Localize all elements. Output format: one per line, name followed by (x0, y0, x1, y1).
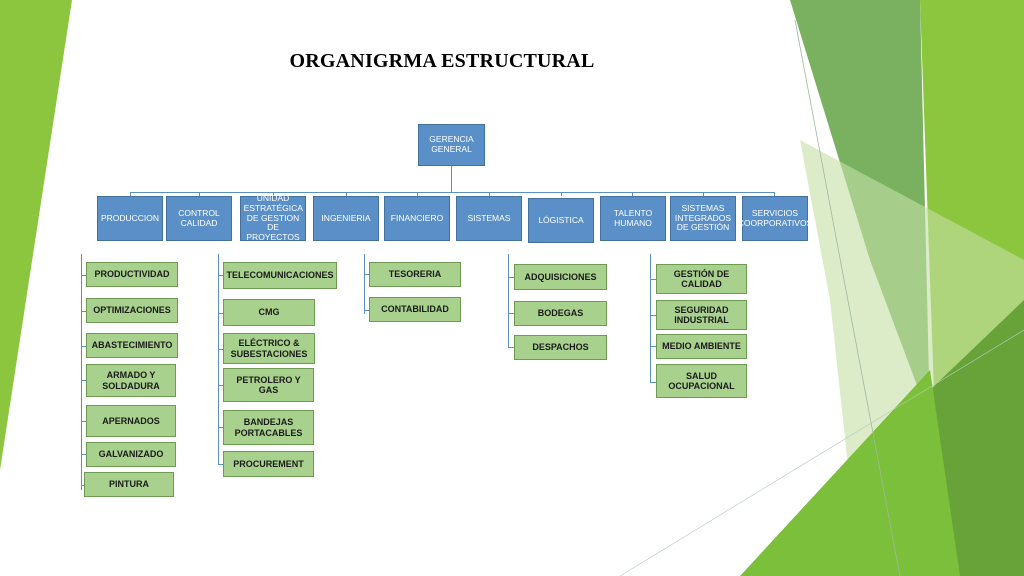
dept-ingenieria: INGENIERIA (313, 196, 379, 241)
unit-tick (650, 315, 656, 316)
logistica-branch-line (508, 254, 509, 347)
dept-drop (417, 192, 418, 196)
unit-tick (218, 427, 223, 428)
unit-tick (81, 311, 86, 312)
unit-tick (81, 421, 86, 422)
page-title: ORGANIGRMA ESTRUCTURAL (289, 50, 595, 72)
dept-proyectos: UNIDAD ESTRATÉGICA DE GESTION DE PROYECT… (240, 193, 306, 242)
unit-apernados: APERNADOS (86, 405, 176, 437)
unit-tick (81, 380, 86, 381)
unit-tick (81, 485, 86, 486)
dept-drop (632, 192, 633, 196)
unit-tick (650, 382, 656, 383)
thin-line-2 (619, 329, 1024, 576)
sig-branch-line (650, 254, 651, 383)
dept-drop (199, 192, 200, 196)
dept-logistica: LÓGISTICA (528, 198, 594, 243)
unit-tick (218, 349, 223, 350)
unit-tesoreria: TESORERIA (369, 262, 461, 287)
unit-seguridad-industrial: SEGURIDAD INDUSTRIAL (656, 300, 747, 330)
bottom-triangle (740, 370, 960, 576)
dept-drop (561, 192, 562, 196)
unit-bodegas: BODEGAS (514, 301, 607, 326)
dept-servicios: SERVICIOS COORPORATIVOS (738, 196, 812, 241)
root-connector (451, 165, 452, 192)
unit-abastecimiento: ABASTECIMIENTO (86, 333, 178, 358)
dept-control-calidad: CONTROL CALIDAD (166, 196, 232, 241)
unit-procurement: PROCUREMENT (223, 451, 314, 477)
unit-petrolero-gas: PETROLERO Y GAS (223, 368, 314, 402)
dept-sistemas: SISTEMAS (456, 196, 522, 241)
dept-drop (703, 192, 704, 196)
unit-optimizaciones: OPTIMIZACIONES (86, 298, 178, 323)
dept-drop (774, 192, 775, 196)
unit-tick (81, 275, 86, 276)
unit-telecomunicaciones: TELECOMUNICACIONES (223, 262, 337, 289)
dept-drop (489, 192, 490, 196)
unit-cmg: CMG (223, 299, 315, 326)
unit-medio-ambiente: MEDIO AMBIENTE (656, 334, 747, 359)
unit-bandejas-portacables: BANDEJAS PORTACABLES (223, 410, 314, 445)
unit-tick (218, 385, 223, 386)
dept-bus-line (130, 192, 774, 193)
unit-tick (81, 346, 86, 347)
unit-tick (508, 277, 514, 278)
dept-talento-humano: TALENTO HUMANO (600, 196, 666, 241)
proyectos-branch-line (218, 254, 219, 465)
financiero-branch-line (364, 254, 365, 314)
dept-produccion: PRODUCCION (97, 196, 163, 241)
dept-sig: SISTEMAS INTEGRADOS DE GESTIÓN (670, 196, 736, 241)
unit-tick (218, 464, 223, 465)
dept-drop (273, 192, 274, 196)
unit-armado-soldadura: ARMADO Y SOLDADURA (86, 364, 176, 397)
unit-tick (364, 274, 369, 275)
unit-salud-ocupacional: SALUD OCUPACIONAL (656, 364, 747, 398)
unit-gestion-calidad: GESTIÓN DE CALIDAD (656, 264, 747, 294)
unit-despachos: DESPACHOS (514, 335, 607, 360)
unit-galvanizado: GALVANIZADO (86, 442, 176, 467)
dept-drop (130, 192, 131, 196)
unit-contabilidad: CONTABILIDAD (369, 297, 461, 322)
org-node-gerencia-general: GERENCIA GENERAL (418, 124, 485, 166)
unit-productividad: PRODUCTIVIDAD (86, 262, 178, 287)
left-green-strip (0, 0, 72, 470)
unit-tick (218, 275, 223, 276)
dept-financiero: FINANCIERO (384, 196, 450, 241)
produccion-branch-line (81, 254, 82, 490)
unit-tick (364, 310, 369, 311)
unit-tick (81, 454, 86, 455)
unit-tick (218, 313, 223, 314)
unit-tick (650, 279, 656, 280)
unit-electrico-subestaciones: ELÉCTRICO & SUBESTACIONES (223, 333, 315, 364)
dept-drop (346, 192, 347, 196)
thin-line-1 (794, 19, 901, 576)
unit-tick (650, 346, 656, 347)
unit-pintura: PINTURA (84, 472, 174, 497)
unit-adquisiciones: ADQUISICIONES (514, 264, 607, 290)
unit-tick (508, 347, 514, 348)
unit-tick (508, 313, 514, 314)
